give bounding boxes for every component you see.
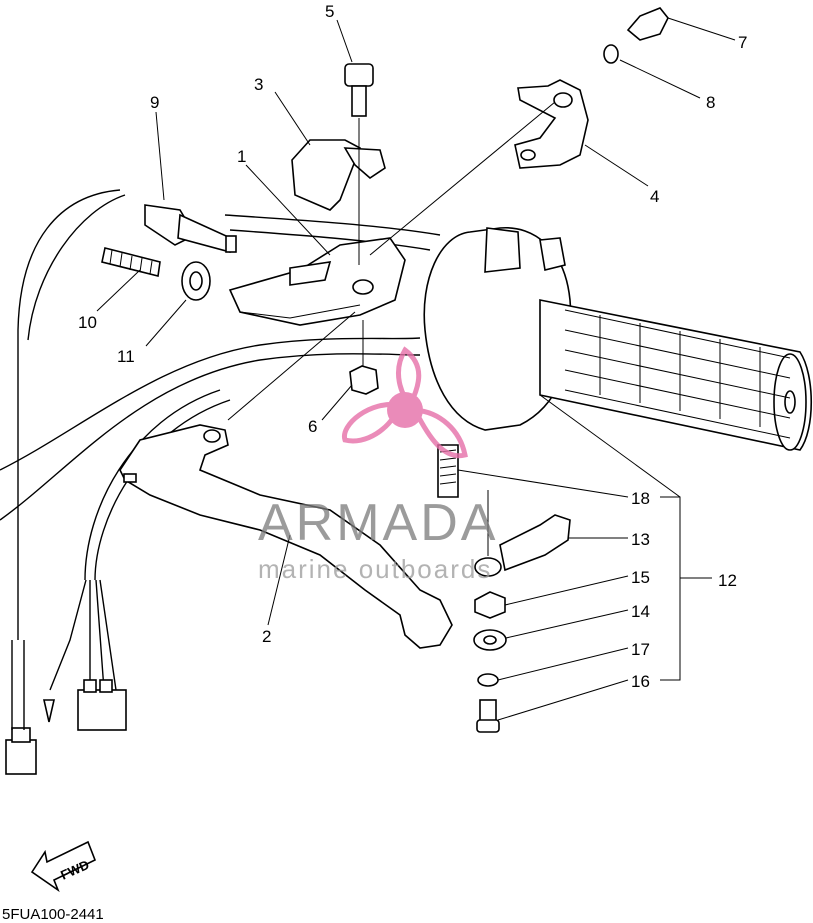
- lever-holder: [228, 237, 406, 326]
- watermark-tagline: marine outboards: [258, 554, 492, 584]
- label-part-1: 1: [237, 147, 246, 166]
- watermark-brand: ARMADA: [258, 494, 498, 552]
- fwd-arrow-icon: FWD: [30, 840, 97, 893]
- label-part-18: 18: [631, 489, 650, 508]
- bracket-part-3: [291, 139, 386, 211]
- adjuster-bolt: [101, 247, 161, 277]
- label-part-6: 6: [308, 417, 317, 436]
- label-part-13: 13: [631, 530, 650, 549]
- label-part-5: 5: [325, 2, 334, 21]
- label-part-15: 15: [631, 568, 650, 587]
- clamp-part-4: [514, 79, 589, 169]
- label-part-2: 2: [262, 627, 271, 646]
- nut-part-6: [349, 320, 379, 395]
- label-part-8: 8: [706, 93, 715, 112]
- leader-lines: [96, 17, 736, 721]
- label-part-14: 14: [631, 602, 650, 621]
- label-part-11: 11: [117, 347, 135, 366]
- cable-outlines: [0, 189, 441, 640]
- label-part-9: 9: [150, 93, 159, 112]
- label-part-4: 4: [650, 187, 659, 206]
- label-part-16: 16: [631, 672, 650, 691]
- drawing-code: 5FUA100-2441: [2, 906, 104, 923]
- label-part-3: 3: [254, 75, 263, 94]
- bolt-part-7: [626, 7, 669, 41]
- label-part-12: 12: [718, 571, 737, 590]
- washer-part-8: [603, 44, 619, 64]
- clutch-lever-part-2: [119, 424, 453, 649]
- switch-hardware: [437, 444, 571, 733]
- watermark-logo: [342, 346, 468, 459]
- label-part-10: 10: [78, 313, 97, 332]
- clutch-cable-end: [144, 204, 237, 253]
- label-part-7: 7: [738, 33, 747, 52]
- locknut: [181, 261, 211, 301]
- label-part-17: 17: [631, 640, 650, 659]
- wire-connectors: [5, 579, 127, 775]
- screw-part-5: [344, 63, 374, 265]
- switch-housing-and-grip: [423, 227, 812, 451]
